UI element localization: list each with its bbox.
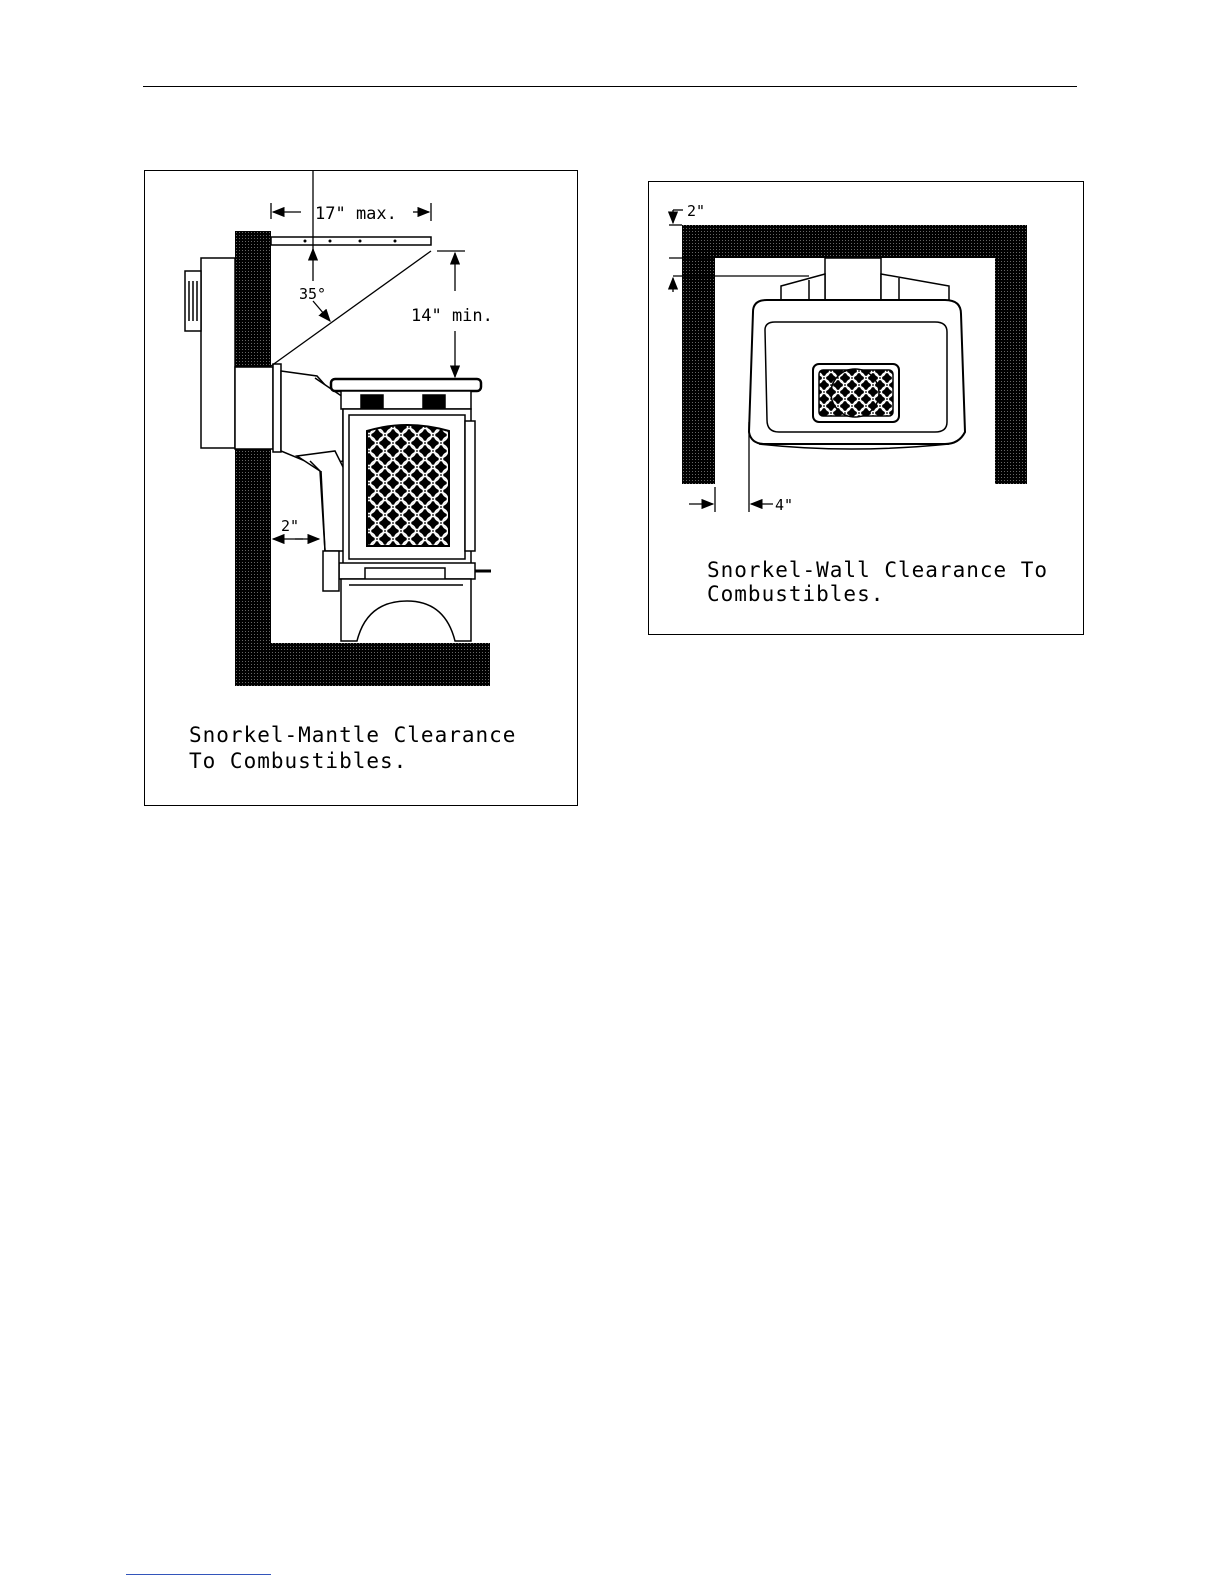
- header-rule: [143, 86, 1077, 87]
- mantle-clearance-figure: 17" max. 14" min. 35° 2" Snorkel-Mantle …: [144, 170, 578, 806]
- snorkel-top-view: [781, 258, 949, 306]
- footer-link-underline: [126, 1574, 271, 1575]
- angle-line: [271, 251, 431, 366]
- mantle-caption-line1: Snorkel-Mantle Clearance: [189, 723, 516, 747]
- wall-caption-line2: Combustibles.: [707, 582, 884, 606]
- mantle-clearance-drawing: 17" max. 14" min. 35° 2": [145, 171, 579, 807]
- dim-top-label: 2": [687, 202, 705, 220]
- stove: [323, 379, 491, 641]
- wall: [235, 231, 271, 686]
- snorkel-exterior: [185, 258, 235, 448]
- stove-top-view: [749, 300, 965, 449]
- dim-width-label: 17" max.: [315, 204, 397, 224]
- wall-caption-line1: Snorkel-Wall Clearance To: [707, 558, 1048, 582]
- dim-wall-gap-label: 2": [281, 517, 299, 535]
- dim-height-label: 14" min.: [411, 306, 493, 326]
- wall-clearance-figure: 2" 4" Snorkel-Wall Clearance To Combusti…: [648, 181, 1084, 635]
- dim-angle-label: 35°: [299, 285, 326, 303]
- floor: [235, 643, 490, 686]
- dim-side-label: 4": [775, 496, 793, 514]
- mantle-caption-line2: To Combustibles.: [189, 749, 407, 773]
- mantle: [271, 237, 431, 245]
